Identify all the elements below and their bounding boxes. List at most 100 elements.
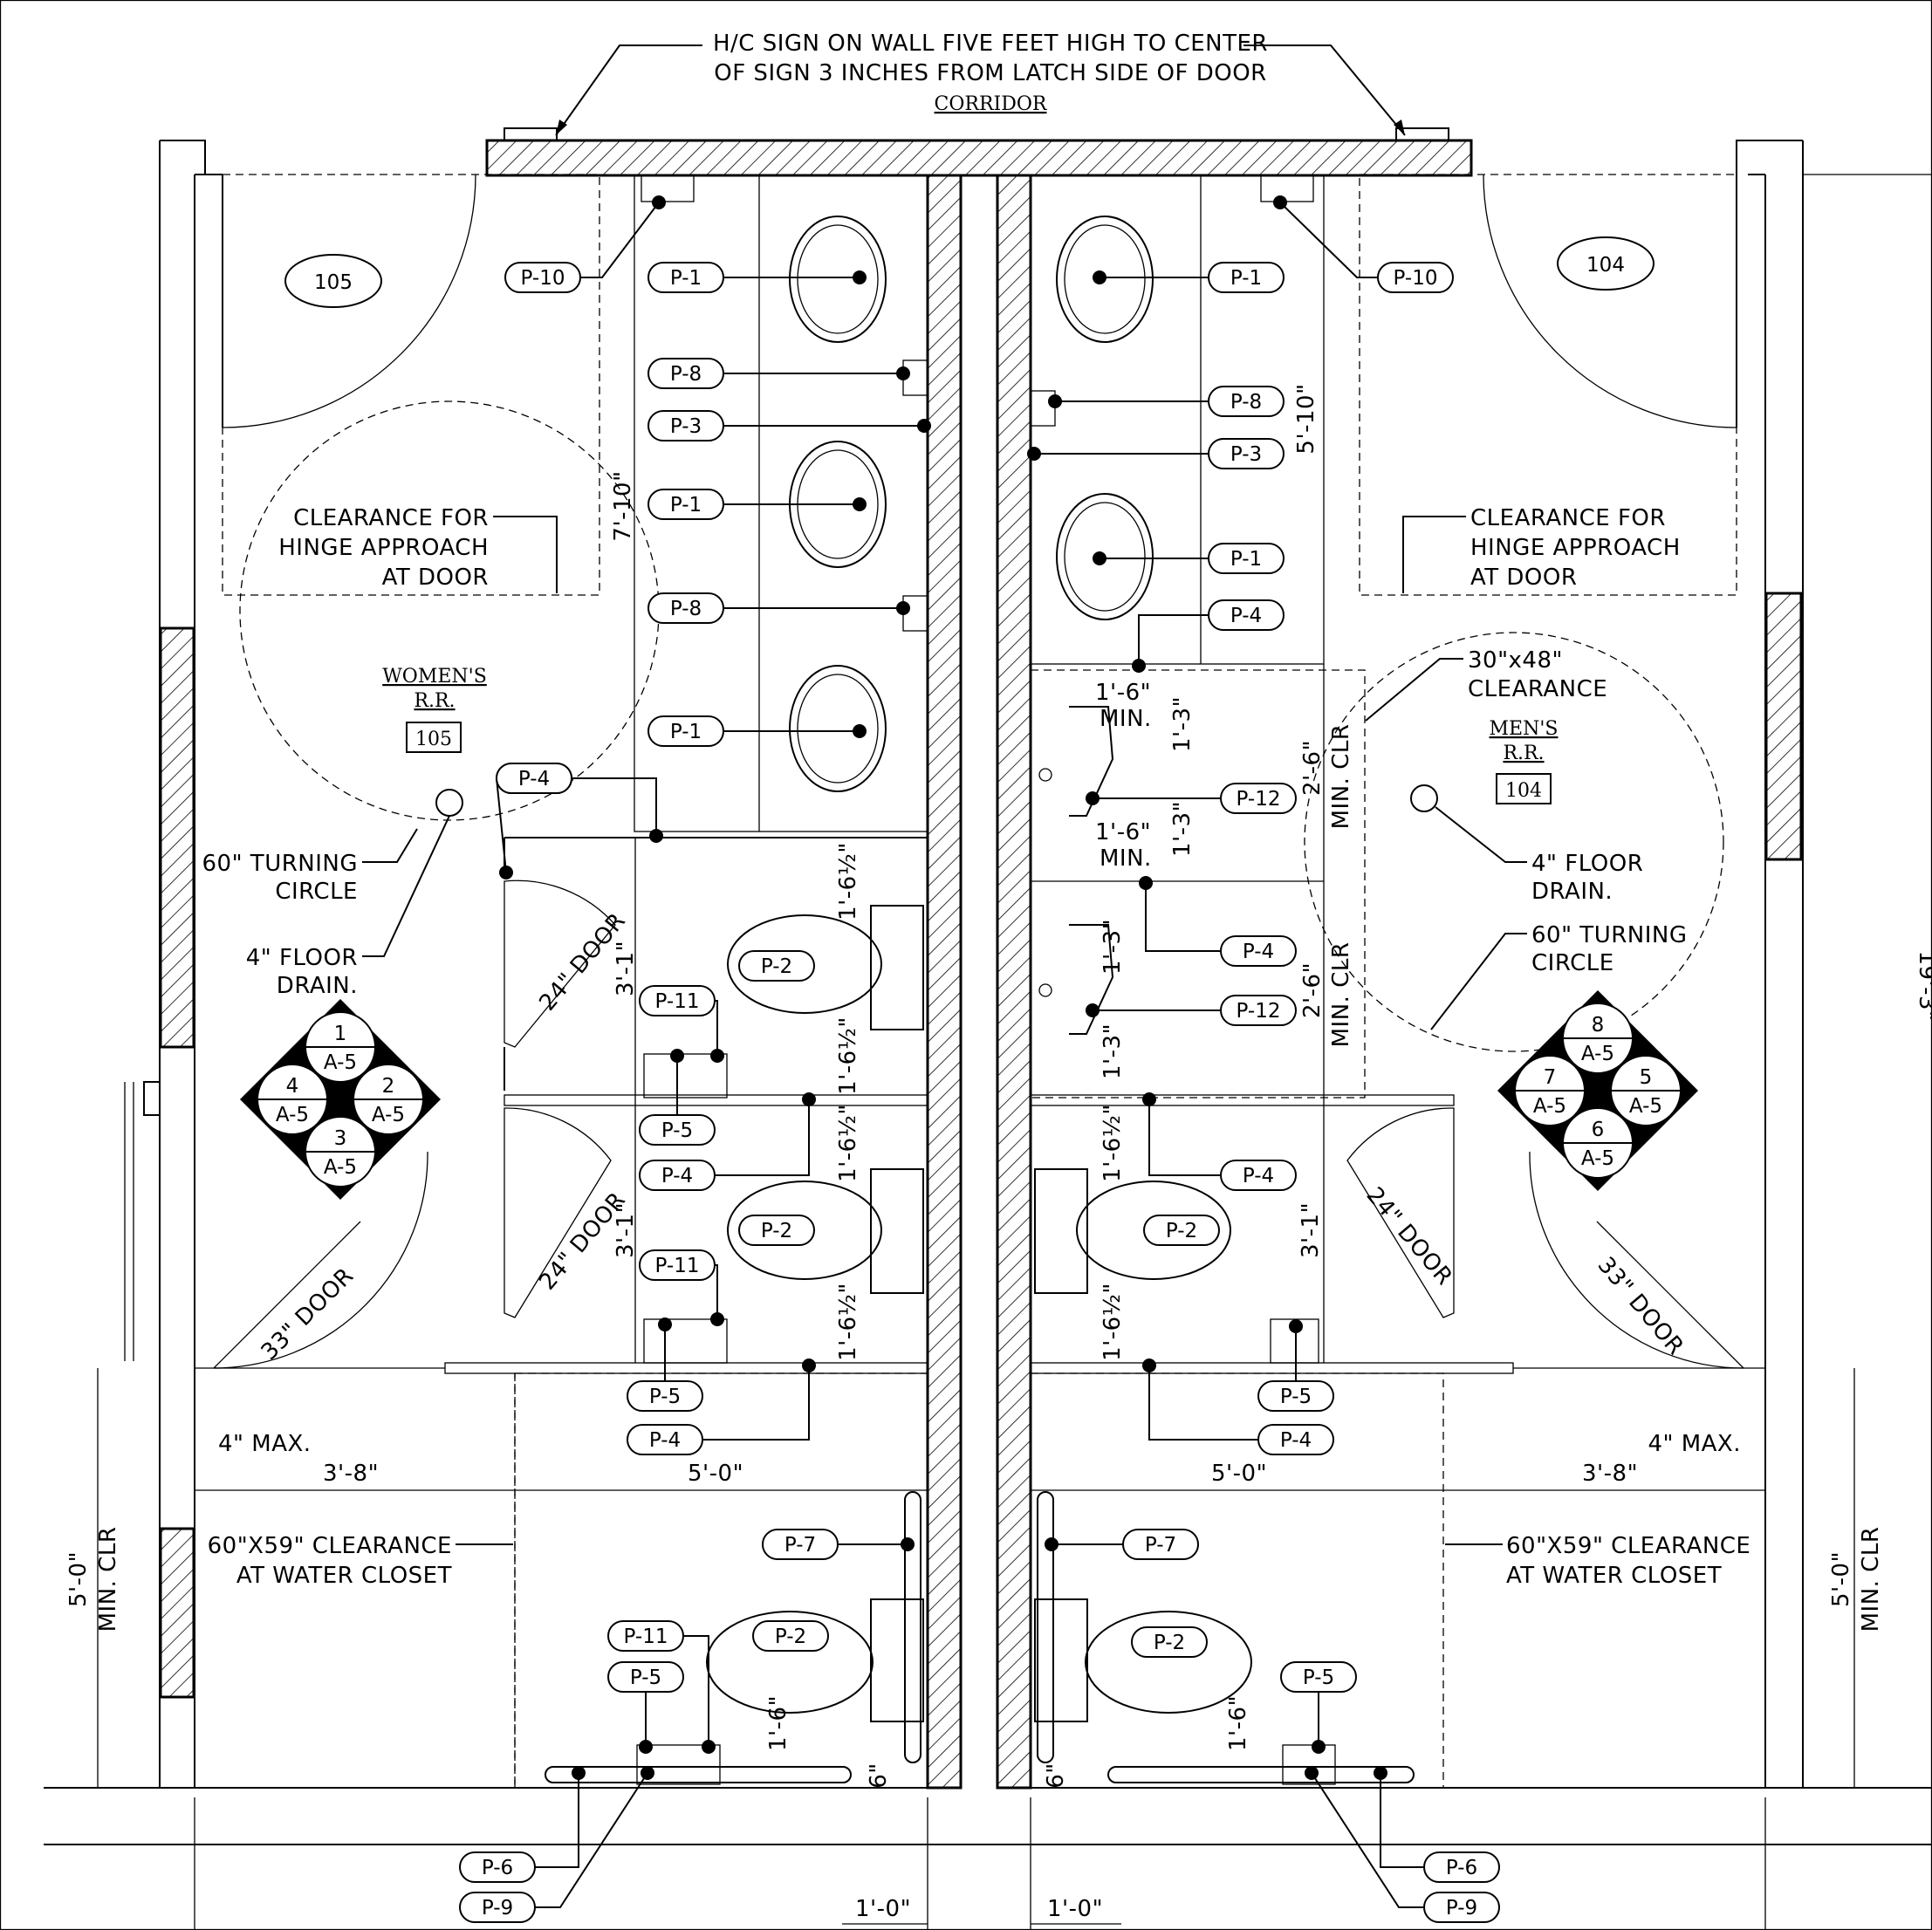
- tag-leader-p4: [1148, 1365, 1258, 1441]
- men-key-8-sheet: A-5: [1581, 1043, 1614, 1065]
- dim-men-3-8: 3'-8": [1582, 1461, 1638, 1487]
- dim-women-3-1-b: 3'-1": [613, 1202, 639, 1258]
- men-floor-drain: [1410, 784, 1438, 812]
- corridor-wall: [485, 139, 1473, 177]
- tag-leader-p4: [572, 777, 657, 836]
- tag-pill-p7: [762, 1529, 839, 1560]
- women-room-number: 105: [415, 729, 452, 750]
- corridor-label: CORRIDOR: [935, 93, 1048, 115]
- tag-pill-p4: [627, 1424, 703, 1455]
- tag-pill-p12: [1220, 995, 1297, 1026]
- left-window-wall: [159, 626, 195, 1049]
- tag-label-p8: P-8: [670, 598, 702, 620]
- men-clearance-note-2: CLEARANCE: [1468, 676, 1607, 702]
- men-room-sub: R.R.: [1503, 743, 1544, 764]
- men-accessible-wc: [1085, 1611, 1252, 1714]
- tag-pill-p5: [639, 1114, 716, 1146]
- dim-men-1-6-min-a: 1'-6": [1095, 680, 1151, 706]
- women-floor-drain: [435, 789, 463, 817]
- tag-leader-p10: [580, 202, 660, 278]
- fixture-point-p6: [572, 1766, 586, 1780]
- men-wc-clear-note-1: 60"X59" CLEARANCE: [1506, 1533, 1750, 1559]
- dim-men-min-clr-b: MIN. CLR: [1328, 942, 1354, 1048]
- fixture-point-p10: [1273, 195, 1287, 209]
- men-grab-bar-side: [1107, 1766, 1415, 1783]
- women-stall-door-2: [504, 1107, 612, 1318]
- men-accessible-tank: [1034, 1598, 1088, 1722]
- men-clearance-note-1: 30"x48": [1468, 647, 1563, 674]
- tag-pill-p5: [627, 1380, 703, 1412]
- men-hinge-note-3: AT DOOR: [1470, 565, 1577, 591]
- fixture-point-p1: [853, 724, 867, 738]
- men-wc-clear-note-2: AT WATER CLOSET: [1506, 1563, 1722, 1589]
- tag-pill-p1: [647, 715, 724, 747]
- tag-pill-p3: [1208, 438, 1285, 469]
- dim-men-1-3-d: 1'-3": [1100, 1023, 1126, 1079]
- women-turning-circle: [239, 400, 660, 821]
- tag-label-p4: P-4: [1280, 1429, 1312, 1452]
- men-turning-note-1: 60" TURNING: [1531, 922, 1688, 948]
- women-tank-2: [870, 1168, 924, 1294]
- women-hinge-note-1: CLEARANCE FOR: [293, 505, 489, 531]
- tag-leader-p11: [715, 1000, 718, 1056]
- tag-leader-p11: [683, 1635, 709, 1747]
- fixture-point-p4: [1142, 1092, 1156, 1106]
- center-wall-left: [926, 174, 963, 1790]
- dim-men-1-6h-b: 1'-6½": [1100, 1283, 1126, 1361]
- men-wc-clearance: [1030, 1372, 1444, 1789]
- tag-label-p1: P-1: [670, 721, 702, 743]
- women-drain-note-1: 4" FLOOR: [246, 945, 358, 971]
- women-key-2: 2: [382, 1075, 395, 1098]
- fixture-point-p12: [1086, 791, 1100, 805]
- women-turning-note-1: 60" TURNING: [202, 851, 359, 877]
- fixture-point-p11: [710, 1312, 724, 1326]
- tag-pill-p4: [1220, 935, 1297, 967]
- tag-label-p4: P-4: [1230, 605, 1262, 627]
- dim-women-1-6h-b: 1'-6½": [835, 1016, 861, 1095]
- women-33-door: [213, 1151, 428, 1369]
- tag-pill-p9: [1423, 1892, 1500, 1923]
- dim-women-3-1-a: 3'-1": [613, 941, 639, 996]
- fixture-point-p8: [896, 601, 910, 615]
- men-room-name: MEN'S: [1490, 718, 1559, 740]
- fixture-point-p4: [1139, 876, 1153, 890]
- hc-sign-left: [504, 127, 558, 141]
- women-wc-clearance: [514, 1372, 928, 1789]
- dim-women-1-6: 1'-6": [765, 1695, 791, 1751]
- tag-pill-p6: [1423, 1851, 1500, 1883]
- women-wc-clear-note-2: AT WATER CLOSET: [236, 1563, 452, 1589]
- tag-label-p10: P-10: [1394, 267, 1438, 290]
- women-grab-bar-side: [545, 1766, 852, 1783]
- tag-pill-p1: [647, 262, 724, 293]
- tag-label-p8: P-8: [670, 363, 702, 386]
- men-room-bubble: [1557, 236, 1655, 291]
- men-key-5-sheet: A-5: [1629, 1095, 1662, 1118]
- tag-label-p6: P-6: [1446, 1857, 1477, 1879]
- top-note-line1: H/C SIGN ON WALL FIVE FEET HIGH TO CENTE…: [713, 31, 1268, 57]
- top-note-line2: OF SIGN 3 INCHES FROM LATCH SIDE OF DOOR: [714, 60, 1267, 86]
- tag-label-p4: P-4: [1243, 1165, 1274, 1187]
- tag-label-p5: P-5: [661, 1119, 693, 1142]
- dim-men-1-3-a: 1'-3": [1169, 696, 1196, 752]
- tag-pill-p4: [1257, 1424, 1334, 1455]
- tag-leader-p9: [1311, 1772, 1424, 1908]
- tag-label-p2: P-2: [761, 1220, 792, 1242]
- women-wc-clear-note-1: 60"X59" CLEARANCE: [208, 1533, 452, 1559]
- women-lav-counter: [634, 175, 928, 832]
- dim-women-6: 6": [866, 1762, 892, 1789]
- tag-label-p3: P-3: [1230, 443, 1262, 466]
- fixture-point-p5: [639, 1740, 653, 1754]
- tag-label-p2: P-2: [775, 1625, 806, 1648]
- men-drain-note-1: 4" FLOOR: [1531, 851, 1643, 877]
- dim-men-5-0-clr: 5'-0": [1828, 1551, 1854, 1607]
- dim-women-5-0: 5'-0": [688, 1461, 743, 1487]
- tag-label-p3: P-3: [670, 415, 702, 438]
- tag-pill-p2: [738, 950, 815, 982]
- women-key-3-sheet: A-5: [324, 1156, 357, 1179]
- fixture-point-p5: [1312, 1740, 1326, 1754]
- tag-pill-p1: [647, 489, 724, 520]
- men-turning-circle: [1304, 632, 1724, 1052]
- dim-women-1-0: 1'-0": [855, 1896, 911, 1922]
- dim-men-min-clr: MIN. CLR: [1858, 1527, 1884, 1632]
- dim-men-1-3-b: 1'-3": [1169, 801, 1196, 857]
